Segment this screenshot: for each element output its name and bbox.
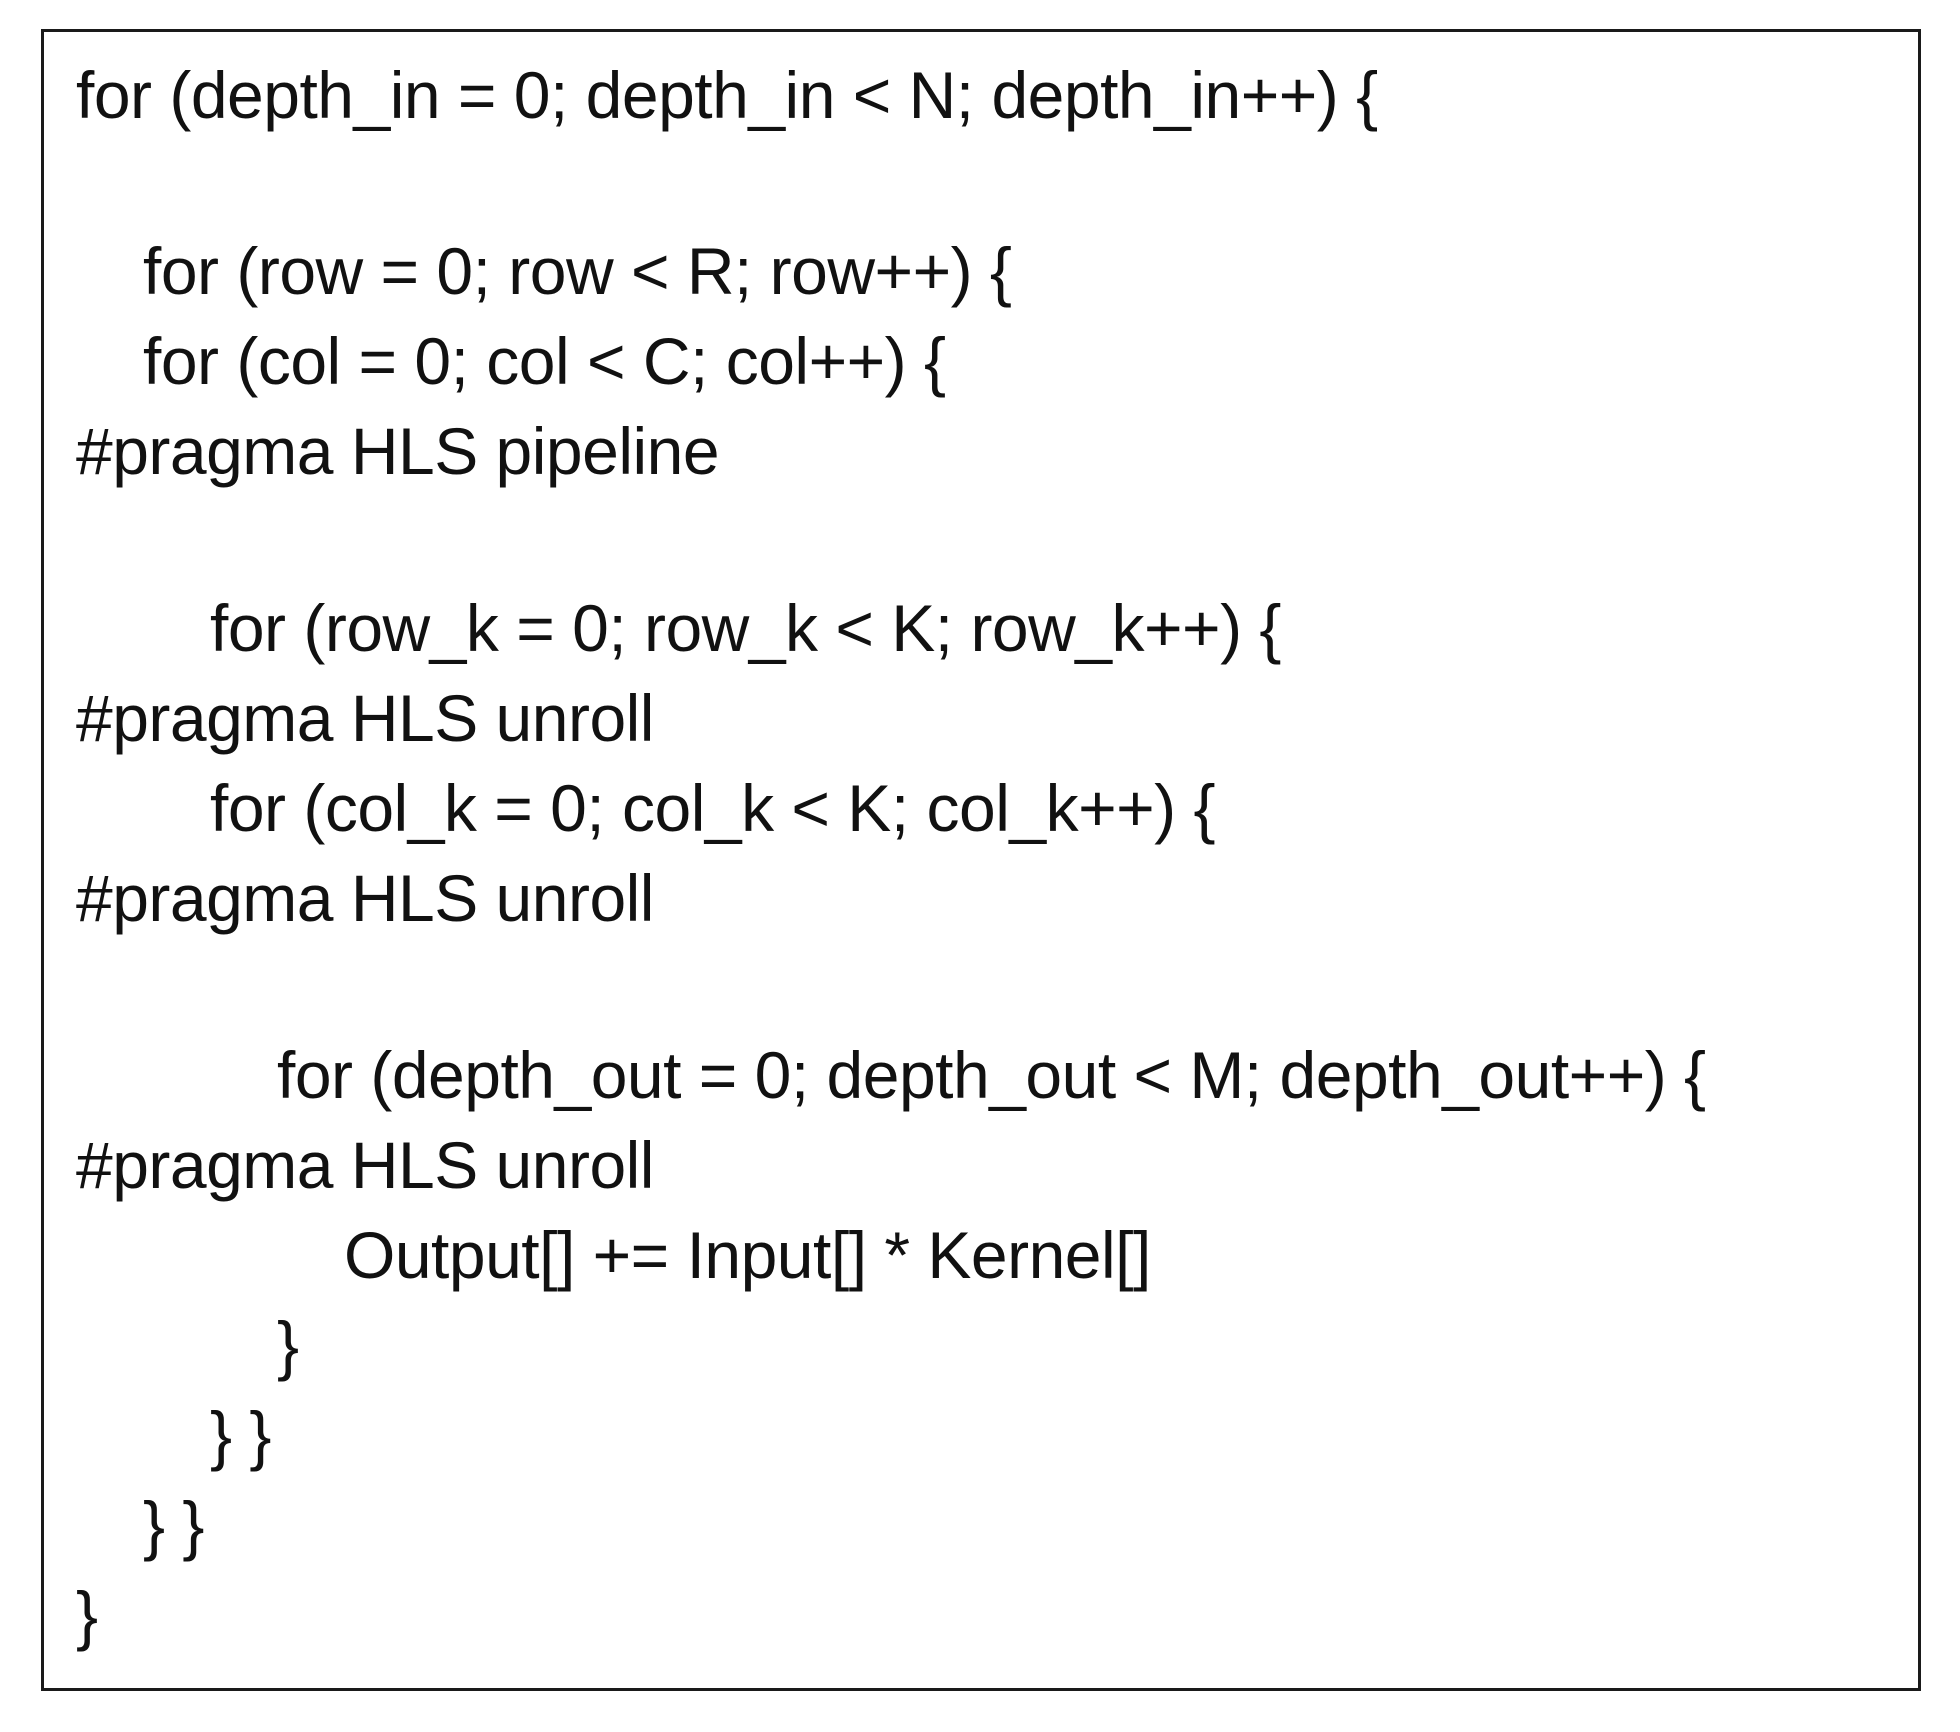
code-line-pragma-pipeline: #pragma HLS pipeline: [76, 414, 720, 488]
code-line-outer-loop: for (depth_in = 0; depth_in < N; depth_i…: [76, 58, 1378, 132]
code-line-col-k-loop: for (col_k = 0; col_k < K; col_k++) {: [210, 771, 1216, 845]
code-line-col-loop: for (col = 0; col < C; col++) {: [143, 324, 946, 398]
code-line-pragma-unroll: #pragma HLS unroll: [76, 861, 654, 935]
code-listing-box: for (depth_in = 0; depth_in < N; depth_i…: [41, 29, 1921, 1691]
code-line-close-brace: } }: [210, 1398, 271, 1472]
code-line-accumulate: Output[] += Input[] * Kernel[]: [344, 1218, 1151, 1292]
code-line-pragma-unroll: #pragma HLS unroll: [76, 681, 654, 755]
code-line-row-loop: for (row = 0; row < R; row++) {: [143, 234, 1012, 308]
code-line-close-brace: } }: [143, 1488, 204, 1562]
code-line-depth-out-loop: for (depth_out = 0; depth_out < M; depth…: [277, 1038, 1706, 1112]
code-line-close-brace: }: [277, 1308, 299, 1382]
code-line-pragma-unroll: #pragma HLS unroll: [76, 1128, 654, 1202]
code-line-close-brace: }: [76, 1578, 98, 1652]
code-line-row-k-loop: for (row_k = 0; row_k < K; row_k++) {: [210, 591, 1281, 665]
